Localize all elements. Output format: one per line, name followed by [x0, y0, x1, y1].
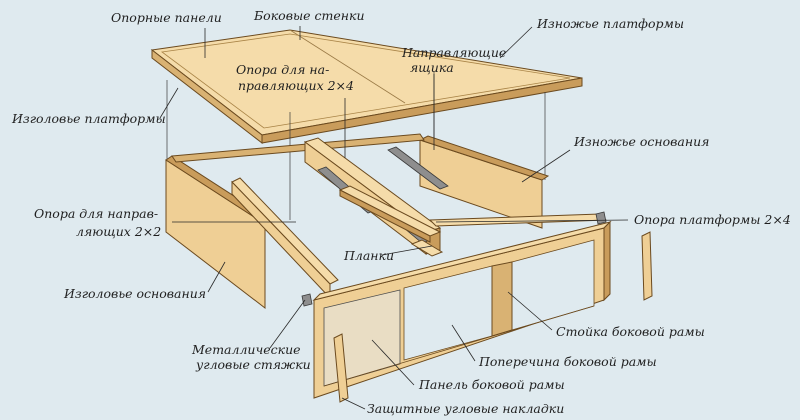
leader	[499, 26, 533, 59]
leader	[451, 324, 476, 362]
platform-support-2x4	[428, 211, 608, 227]
leader-lines	[159, 26, 629, 410]
label-metal-corner-1: Металлические	[191, 342, 301, 357]
leader	[159, 87, 179, 119]
label-metal-corner-2: угловые стяжки	[195, 357, 311, 372]
leader	[507, 291, 553, 331]
platform-edge-foot	[261, 77, 583, 144]
metal-corner-bracket	[595, 211, 607, 225]
label-platform-support: Опора платформы 2×4	[634, 212, 791, 227]
leader	[435, 219, 629, 223]
side-frame-post	[491, 261, 513, 337]
corner-guard-right	[641, 231, 653, 301]
metal-corner-bracket	[301, 293, 313, 307]
label-slats: Планки	[343, 248, 394, 263]
base-back-rail	[171, 133, 425, 163]
label-guide-support-left-1: Опора для направ-	[34, 206, 158, 221]
label-base-foot: Изножье основания	[573, 134, 709, 149]
platform-top	[150, 29, 583, 145]
label-guide-support-top-2: правляющих 2×4	[238, 78, 354, 93]
label-guide-support-top-1: Опора для на-	[236, 62, 329, 77]
label-platform-head: Изголовье платформы	[11, 111, 166, 126]
leader	[341, 397, 366, 410]
leader	[207, 261, 226, 293]
side-frame-crossbar	[323, 305, 595, 387]
drawer-guide-rail	[387, 146, 449, 190]
label-base-head: Изголовье основания	[63, 286, 206, 301]
label-side-frame-post: Стойка боковой рамы	[556, 324, 705, 339]
slat-edge	[339, 189, 431, 243]
label-drawer-guides-2: ящика	[410, 60, 454, 75]
label-side-frame-crossbar: Поперечина боковой рамы	[478, 354, 657, 369]
label-corner-guards: Защитные угловые накладки	[367, 401, 564, 416]
leader	[381, 245, 433, 256]
label-platform-foot: Изножье платформы	[536, 16, 684, 31]
corner-guard	[641, 231, 653, 301]
label-guide-support-left-2: ляющих 2×2	[76, 224, 161, 239]
label-side-frame-panel: Панель боковой рамы	[418, 377, 565, 392]
slats	[338, 185, 444, 257]
leader	[371, 339, 415, 386]
labels: Опорные панели Боковые стенки Изножье пл…	[11, 8, 791, 416]
drawer-guide-support-2x2	[231, 177, 339, 300]
label-drawer-guides-1: Направляющие	[401, 45, 506, 60]
label-side-walls: Боковые стенки	[253, 8, 365, 23]
corner-guard	[333, 333, 349, 403]
platform-panel-seam	[289, 29, 406, 104]
slat	[410, 239, 444, 257]
base-back-rail-face	[171, 133, 425, 163]
label-support-panels: Опорные панели	[111, 10, 222, 25]
platform-inner-rim	[160, 33, 571, 129]
side-frame-end	[603, 220, 611, 302]
leader	[269, 299, 306, 349]
base-foot-board-top-edge	[418, 135, 550, 181]
leader	[521, 149, 571, 183]
